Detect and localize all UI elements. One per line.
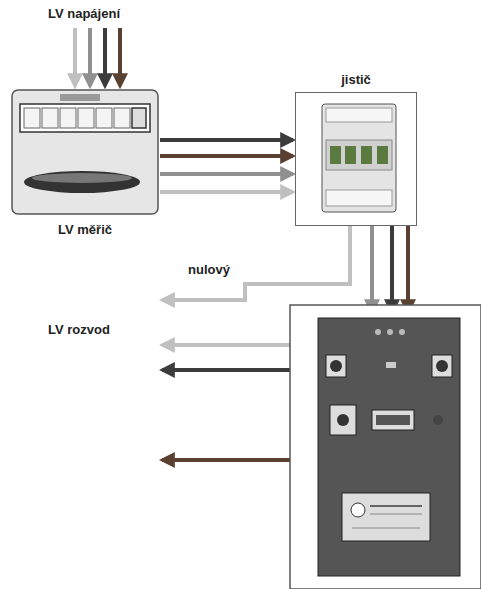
neutral-wire [162, 226, 350, 300]
phase-wire [370, 226, 374, 312]
wire-connector [160, 190, 293, 194]
wire-connector [160, 138, 293, 142]
supply-wire [103, 28, 107, 86]
supply-wire [73, 28, 77, 86]
cabinet-drawing [290, 305, 481, 589]
phase-wire [406, 226, 410, 312]
supply-label: LV napájení [48, 6, 120, 21]
node-title: jistič [341, 72, 371, 87]
meter-drawing [12, 90, 158, 214]
supply-wire [88, 28, 92, 86]
meter-box: LV měřič [10, 88, 160, 216]
distribution-label: LV rozvod [48, 322, 110, 337]
breaker-box: jistič [295, 92, 417, 226]
supply-wire [118, 28, 122, 86]
phase-wire [390, 226, 394, 312]
wire-connector [160, 154, 293, 158]
neutral-label: nulový [188, 262, 230, 277]
breaker-drawing [322, 104, 396, 212]
wire-connector [160, 172, 293, 176]
node-title: LV měřič [58, 222, 112, 237]
supply-wires [75, 28, 120, 86]
